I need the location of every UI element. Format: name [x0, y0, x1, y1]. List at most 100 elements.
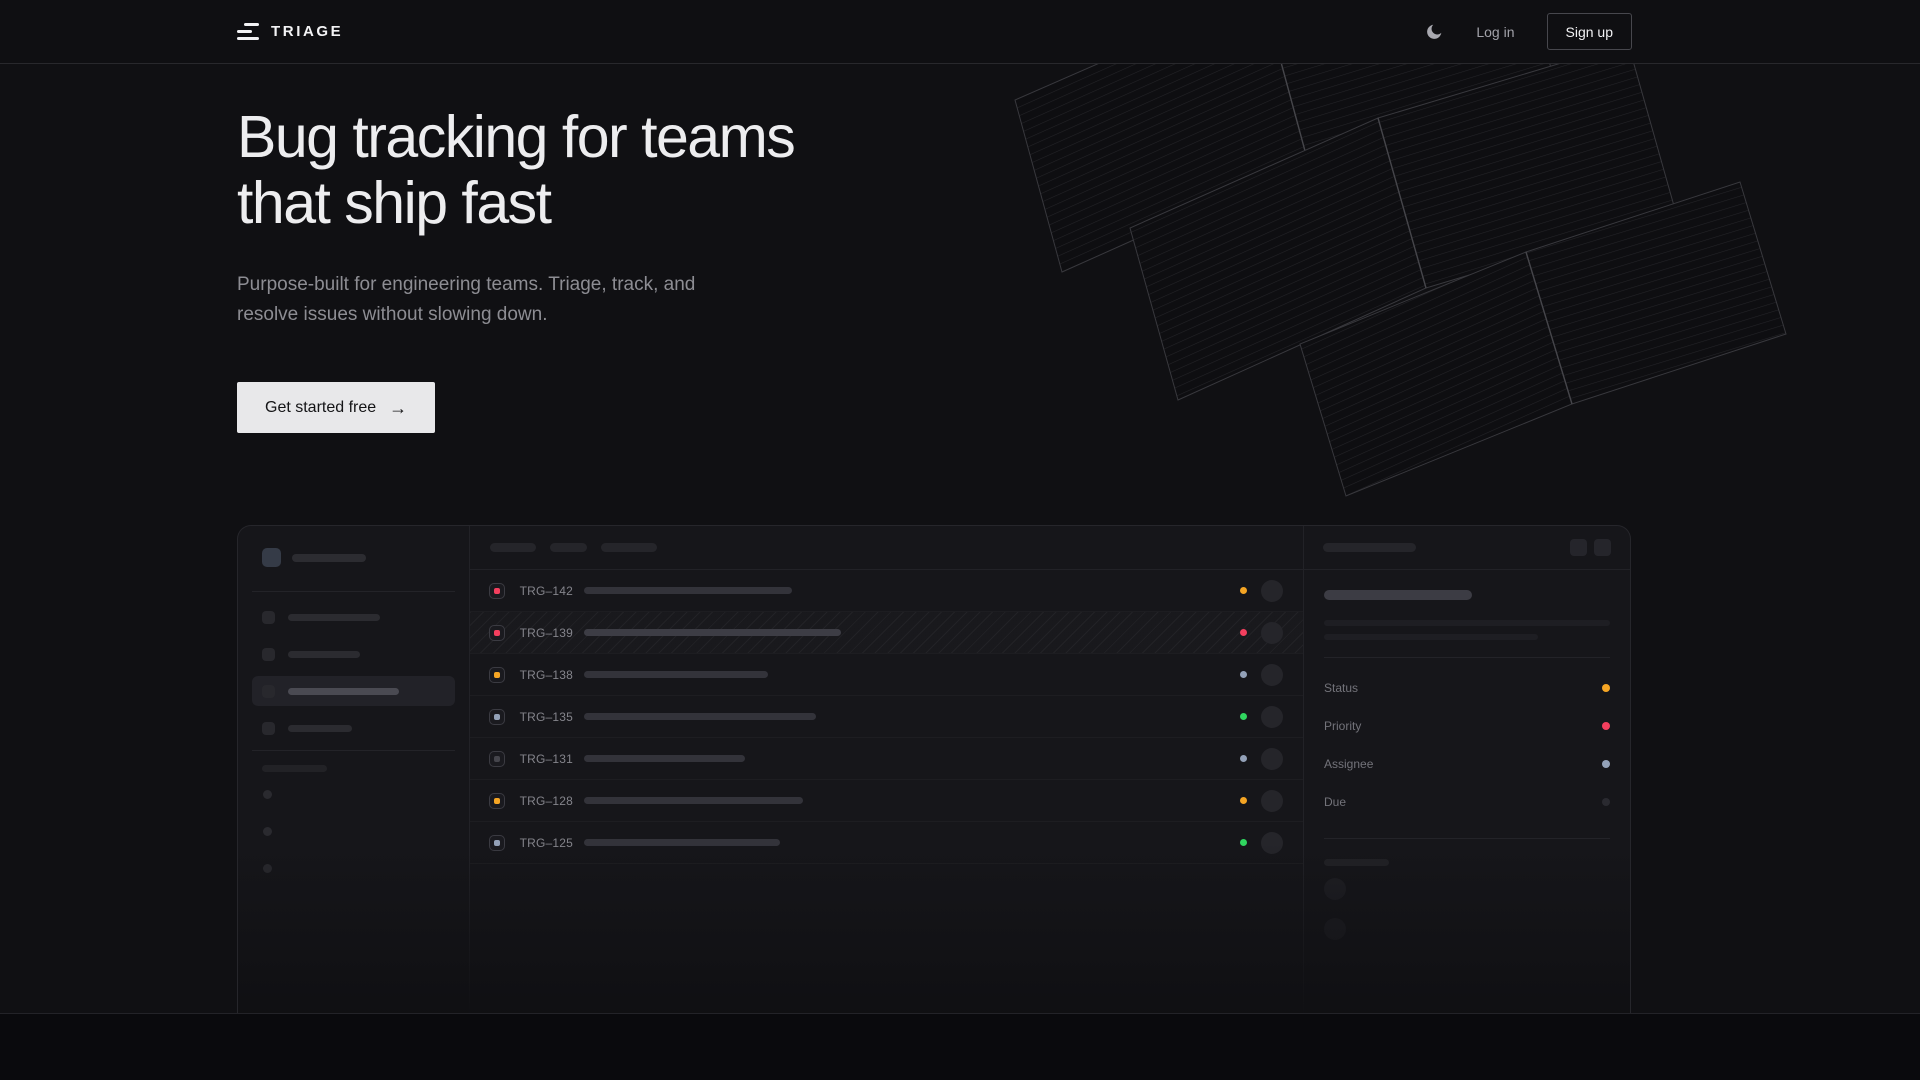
sidebar-item-skeleton [252, 602, 455, 632]
sidebar-divider [252, 750, 455, 751]
assignee-avatar [1261, 832, 1283, 854]
filter-pill-skeleton [490, 543, 536, 552]
field-label: Assignee [1324, 757, 1373, 771]
detail-action-button-skeleton [1594, 539, 1611, 556]
sidebar-item-skeleton-active [252, 676, 455, 706]
sidebar-item-skeleton [252, 713, 455, 743]
issue-row: TRG–128 [470, 780, 1303, 822]
hero-subtitle: Purpose-built for engineering teams. Tri… [237, 270, 707, 330]
sidebar-item-icon [262, 611, 275, 624]
issue-row: TRG–142 [470, 570, 1303, 612]
mockup-sidebar [238, 526, 470, 1013]
field-due: Due [1324, 783, 1610, 821]
comment-avatar-skeleton [1324, 878, 1346, 900]
detail-breadcrumb-skeleton [1323, 543, 1416, 552]
detail-action-button-skeleton [1570, 539, 1587, 556]
issue-row: TRG–131 [470, 738, 1303, 780]
status-dot [1240, 755, 1247, 762]
sidebar-dot [263, 790, 272, 799]
field-label: Priority [1324, 719, 1361, 733]
sidebar-item-icon [262, 722, 275, 735]
sidebar-item-icon [262, 648, 275, 661]
issue-title-skeleton [584, 713, 816, 720]
assignee-avatar [1261, 790, 1283, 812]
issue-title-skeleton [584, 797, 803, 804]
filter-pill-skeleton [550, 543, 587, 552]
sidebar-item-icon [262, 685, 275, 698]
field-value-dot [1602, 760, 1610, 768]
login-link[interactable]: Log in [1476, 24, 1514, 40]
get-started-label: Get started free [265, 399, 376, 417]
issue-id: TRG–131 [520, 752, 574, 766]
brand[interactable]: TRIAGE [237, 23, 343, 40]
sidebar-divider [252, 591, 455, 592]
assignee-avatar [1261, 748, 1283, 770]
detail-divider [1324, 838, 1610, 839]
nav-actions: Log in Sign up [1425, 13, 1632, 50]
sidebar-dot [263, 864, 272, 873]
issue-type-icon [489, 751, 505, 767]
assignee-avatar [1261, 706, 1283, 728]
field-label: Status [1324, 681, 1358, 695]
sidebar-item-skeleton [252, 639, 455, 669]
issue-row: TRG–135 [470, 696, 1303, 738]
top-nav: TRIAGE Log in Sign up [0, 0, 1920, 64]
filter-pill-skeleton [601, 543, 657, 552]
list-header-skeleton [470, 526, 1303, 570]
app-mockup-card: TRG–142 TRG–139 TRG–138 TRG–135 [237, 525, 1631, 1013]
workspace-switcher-skeleton [262, 548, 445, 567]
hero-section: Bug tracking for teams that ship fast Pu… [237, 104, 794, 433]
issue-type-icon [489, 793, 505, 809]
sidebar-item-label-skeleton [288, 725, 352, 732]
sidebar-dots [263, 790, 455, 873]
sidebar-nav-skeleton [252, 602, 455, 743]
detail-description-skeleton [1324, 620, 1610, 626]
detail-description-skeleton [1324, 634, 1538, 640]
issue-title-skeleton [584, 839, 780, 846]
hero-title: Bug tracking for teams that ship fast [237, 104, 794, 236]
issue-id: TRG–142 [520, 584, 574, 598]
issue-title-skeleton [584, 629, 841, 636]
brand-name: TRIAGE [271, 23, 343, 40]
assignee-avatar [1261, 580, 1283, 602]
issue-type-icon [489, 709, 505, 725]
status-dot [1240, 671, 1247, 678]
issue-id: TRG–138 [520, 668, 574, 682]
issue-title-skeleton [584, 755, 745, 762]
field-assignee: Assignee [1324, 745, 1610, 783]
field-value-dot [1602, 684, 1610, 692]
sidebar-item-label-skeleton [288, 688, 399, 695]
mockup-issue-list: TRG–142 TRG–139 TRG–138 TRG–135 [470, 526, 1304, 1013]
get-started-button[interactable]: Get started free → [237, 382, 435, 433]
field-priority: Priority [1324, 707, 1610, 745]
issue-type-icon [489, 835, 505, 851]
issue-title-skeleton [584, 587, 792, 594]
field-label: Due [1324, 795, 1346, 809]
sidebar-item-label-skeleton [288, 614, 380, 621]
assignee-avatar [1261, 664, 1283, 686]
wireframe-ribbons-decoration [900, 64, 1920, 544]
issue-id: TRG–139 [520, 626, 574, 640]
hero-title-line2: that ship fast [237, 170, 794, 236]
field-value-dot [1602, 798, 1610, 806]
detail-header-skeleton [1304, 526, 1630, 570]
mockup-detail-panel: Status Priority Assignee Due [1304, 526, 1630, 1013]
issue-row: TRG–138 [470, 654, 1303, 696]
issue-row: TRG–125 [470, 822, 1303, 864]
activity-section-label-skeleton [1324, 859, 1389, 866]
issue-id: TRG–128 [520, 794, 574, 808]
issue-type-icon [489, 667, 505, 683]
issue-id: TRG–135 [520, 710, 574, 724]
theme-toggle-button[interactable] [1425, 22, 1444, 41]
detail-title-skeleton [1324, 590, 1472, 600]
issue-row-selected: TRG–139 [470, 612, 1303, 654]
workspace-name-skeleton [292, 554, 366, 562]
assignee-avatar [1261, 622, 1283, 644]
signup-button[interactable]: Sign up [1547, 13, 1632, 50]
sidebar-dot [263, 827, 272, 836]
field-value-dot [1602, 722, 1610, 730]
status-dot [1240, 587, 1247, 594]
sidebar-item-label-skeleton [288, 651, 360, 658]
field-status: Status [1324, 669, 1610, 707]
comment-avatar-skeleton [1324, 918, 1346, 940]
